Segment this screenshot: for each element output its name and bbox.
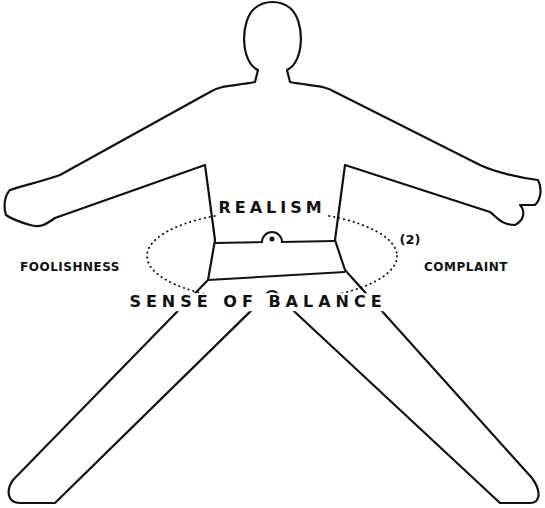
- dotted-ellipse: [147, 211, 397, 301]
- belt-lower: [208, 272, 345, 280]
- region-label: REALISM: [216, 199, 327, 217]
- region-label: FOOLISHNESS: [18, 261, 122, 274]
- belt-upper: [215, 232, 335, 243]
- region-label: COMPLAINT: [422, 261, 510, 274]
- callout-number: (2): [398, 233, 423, 247]
- body-outline: [5, 2, 541, 503]
- region-label: SENSE OF BALANCE: [127, 293, 388, 311]
- belt-dot: [270, 237, 275, 242]
